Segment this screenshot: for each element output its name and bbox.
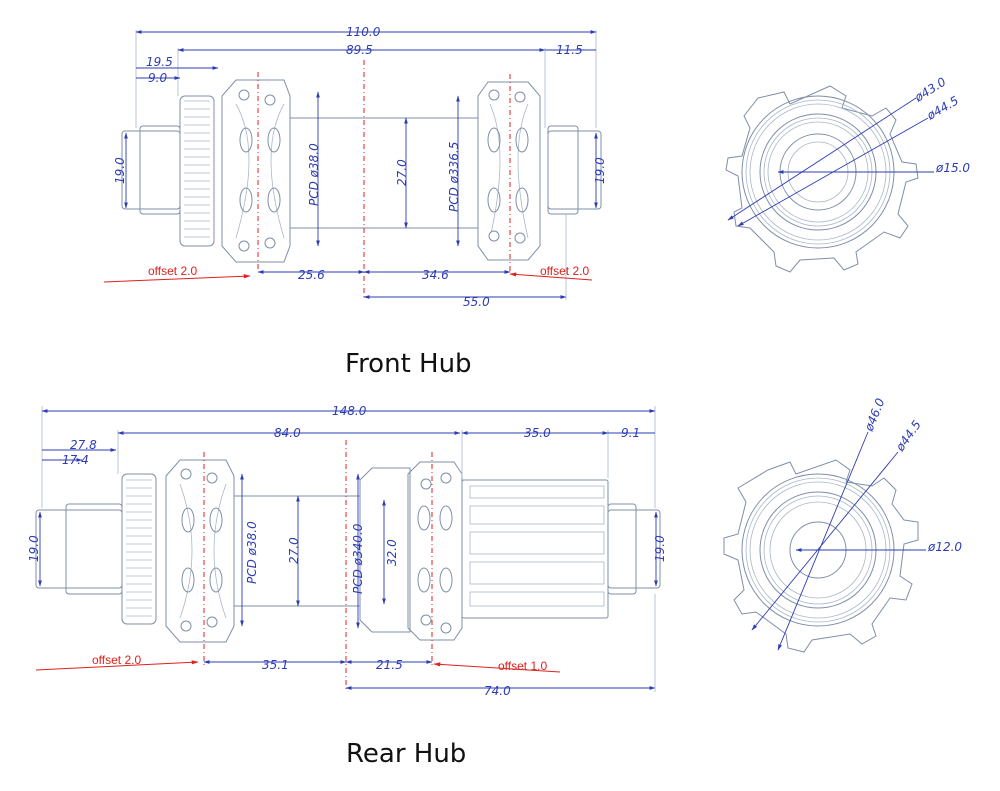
- rear-dim-right-end: 9.1: [621, 426, 640, 440]
- front-dim-center-to-end: 55.0: [463, 295, 490, 309]
- rear-hub-title: Rear Hub: [346, 739, 466, 769]
- front-dim-axle-right: 19.0: [593, 157, 607, 184]
- front-offset-left: offset 2.0: [148, 264, 197, 278]
- front-dim-left-b: 9.0: [148, 71, 167, 85]
- rear-dim-flange-span: 84.0: [274, 426, 301, 440]
- front-dim-flange-span: 89.5: [346, 43, 373, 57]
- front-dim-axle-left: 19.0: [113, 157, 127, 184]
- rear-dim-pcd-left: PCD ø38.0: [245, 521, 259, 584]
- rear-dim-pcd-right: PCD ø340.0: [351, 523, 365, 594]
- front-end-d3: ø15.0: [935, 161, 970, 175]
- rear-offset-right: offset 1.0: [498, 659, 547, 673]
- front-dim-pcd-left: PCD ø38.0: [307, 143, 321, 206]
- front-dim-right-end: 11.5: [556, 43, 583, 57]
- rear-end-d3: ø12.0: [927, 540, 962, 554]
- front-hub-end-view: [725, 85, 934, 273]
- front-dim-right-center: 34.6: [422, 268, 449, 282]
- rear-dim-freehub: 35.0: [524, 426, 551, 440]
- rotor-splines: [126, 479, 152, 617]
- rear-dim-left-a: 27.8: [70, 438, 97, 452]
- front-hub-title: Front Hub: [345, 349, 472, 379]
- front-dim-pcd-right: PCD ø336.5: [447, 142, 461, 212]
- rear-end-d1: ø46.0: [861, 396, 887, 434]
- rear-offset-left: offset 2.0: [92, 653, 141, 667]
- front-dim-left-center: 25.6: [298, 268, 325, 282]
- front-hub-dimensions: [103, 30, 598, 300]
- rear-dim-axle-right: 19.0: [653, 535, 667, 562]
- front-hub-side-view: [121, 60, 602, 298]
- freehub-splines: [469, 485, 605, 607]
- front-dim-overall: 110.0: [346, 25, 381, 39]
- rear-dim-right-center: 21.5: [376, 658, 403, 672]
- rear-dim-overall: 148.0: [332, 404, 367, 418]
- rotor-splines: [184, 100, 210, 238]
- front-dim-shell: 27.0: [395, 159, 409, 186]
- rear-dim-shell: 27.0: [287, 537, 301, 564]
- rear-end-d2: ø44.5: [892, 418, 924, 455]
- rear-dim-axle-left: 19.0: [27, 535, 41, 562]
- rear-dim-freehub-body: 32.0: [385, 539, 399, 566]
- front-dim-left-a: 19.5: [146, 55, 173, 69]
- rear-hub-dimensions: [35, 406, 658, 692]
- front-offset-right: offset 2.0: [540, 264, 589, 278]
- rear-dim-center-to-end: 74.0: [484, 684, 511, 698]
- rear-hub-side-view: [35, 440, 661, 692]
- rear-hub-end-view: [723, 431, 926, 653]
- rear-dim-left-b: 17.4: [62, 453, 89, 467]
- rear-dim-left-center: 35.1: [262, 658, 289, 672]
